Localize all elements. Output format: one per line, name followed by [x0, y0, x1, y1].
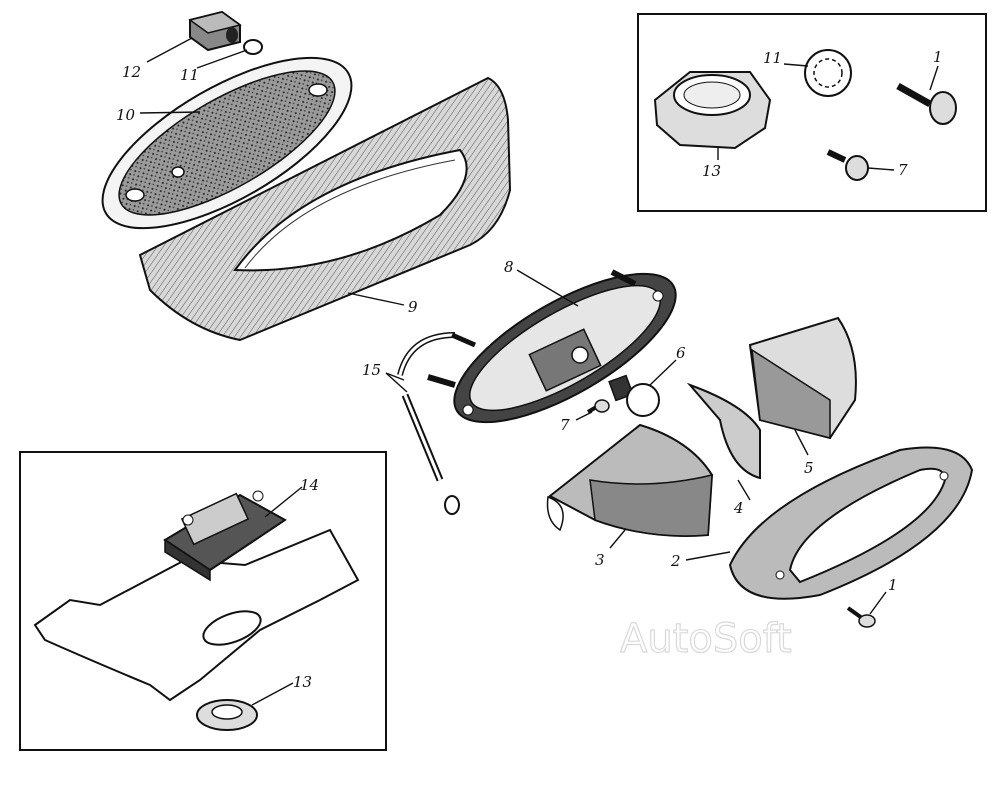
label-12: 12 [122, 63, 141, 81]
washer-part-11 [243, 39, 263, 55]
lock-washer-part-11 [804, 49, 852, 97]
label-6: 6 [676, 344, 686, 362]
label-1-bottom: 1 [888, 576, 898, 594]
label-13-inset: 13 [702, 162, 721, 180]
lamp-body-part-8 [427, 269, 677, 424]
label-11-inset: 11 [763, 49, 782, 67]
label-15: 15 [362, 361, 381, 379]
watermark: AutoSoft [620, 616, 792, 662]
label-7-inset: 7 [898, 161, 908, 179]
inset-box-mounting [19, 451, 387, 751]
label-10: 10 [116, 106, 136, 124]
label-4: 4 [733, 499, 744, 517]
inset-box-fasteners [637, 13, 987, 212]
label-11: 11 [180, 66, 199, 84]
screw-part-7-center [586, 399, 610, 414]
screw-part-1-inset [896, 82, 957, 125]
label-8: 8 [504, 258, 514, 276]
housing-plate-part-9 [138, 76, 512, 342]
large-hex-nut-part-13 [653, 71, 772, 150]
label-2: 2 [670, 552, 681, 570]
label-9: 9 [408, 298, 418, 316]
hex-nut-part-13-bottom [196, 699, 258, 731]
shield-strip-part-4 [686, 382, 761, 480]
label-3: 3 [595, 551, 605, 569]
hex-nut-part-12 [188, 10, 242, 52]
label-7-center: 7 [560, 416, 570, 434]
label-1-inset: 1 [933, 48, 943, 66]
gasket-part-10 [101, 56, 353, 230]
lens-part-3 [546, 423, 714, 537]
reflector-part-5 [748, 316, 857, 440]
label-13-bottom: 13 [293, 673, 312, 691]
terminal-block-part-14 [163, 490, 287, 582]
label-5: 5 [804, 459, 814, 477]
bulb-part-6 [608, 374, 660, 417]
frame-rim-part-2 [728, 446, 974, 600]
screw-part-1-bottom [846, 606, 876, 628]
cable-part-15 [397, 332, 476, 515]
screw-part-7-inset [826, 149, 869, 181]
bracket-plate [33, 528, 360, 702]
label-14: 14 [300, 476, 319, 494]
